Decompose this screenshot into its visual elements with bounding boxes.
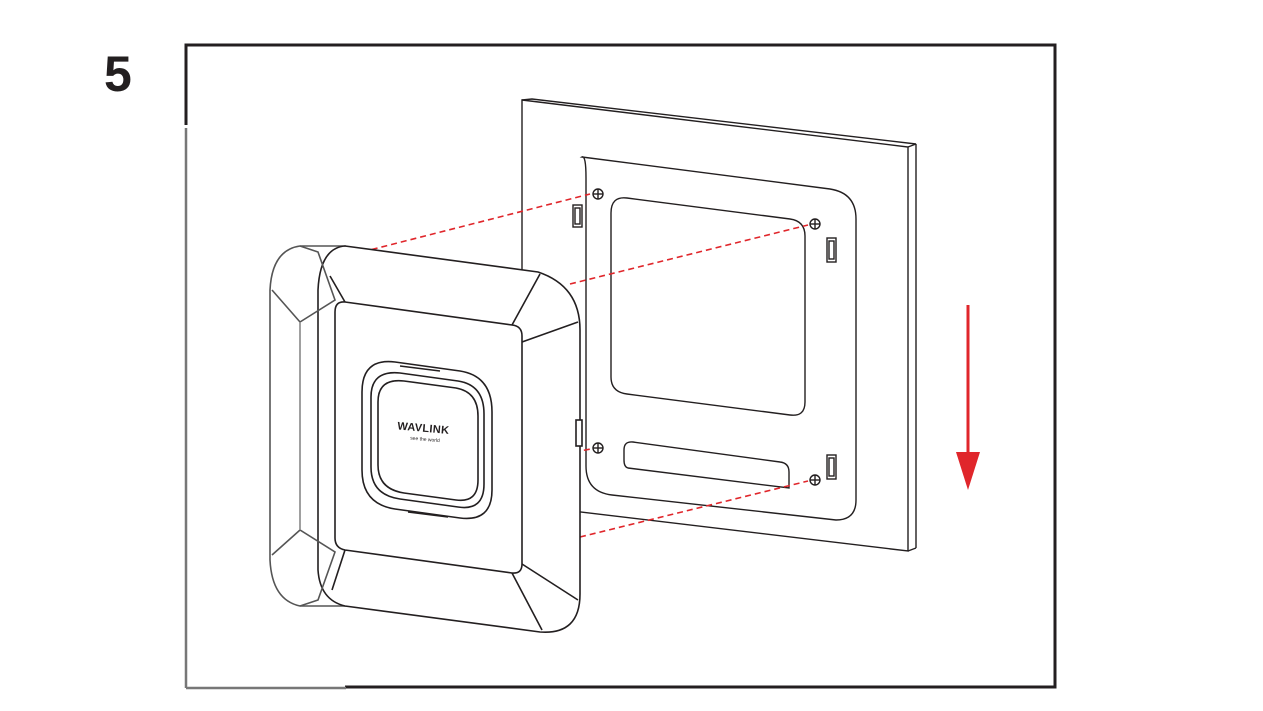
down-arrow-icon — [956, 305, 980, 490]
diagram-frame — [184, 43, 1057, 690]
brand-logo-text: WAVLINK — [397, 420, 450, 436]
brand-tagline: see the world — [410, 436, 440, 445]
access-point-device — [269, 245, 583, 633]
screw-hole — [809, 218, 821, 230]
plate-slot — [572, 204, 583, 228]
screw-hole — [809, 474, 821, 486]
mounting-plate — [521, 98, 917, 552]
plate-slot — [826, 454, 837, 480]
plate-slot — [826, 237, 837, 263]
screw-hole — [592, 188, 604, 200]
step-number: 5 — [104, 46, 132, 102]
screw-hole — [592, 442, 604, 454]
